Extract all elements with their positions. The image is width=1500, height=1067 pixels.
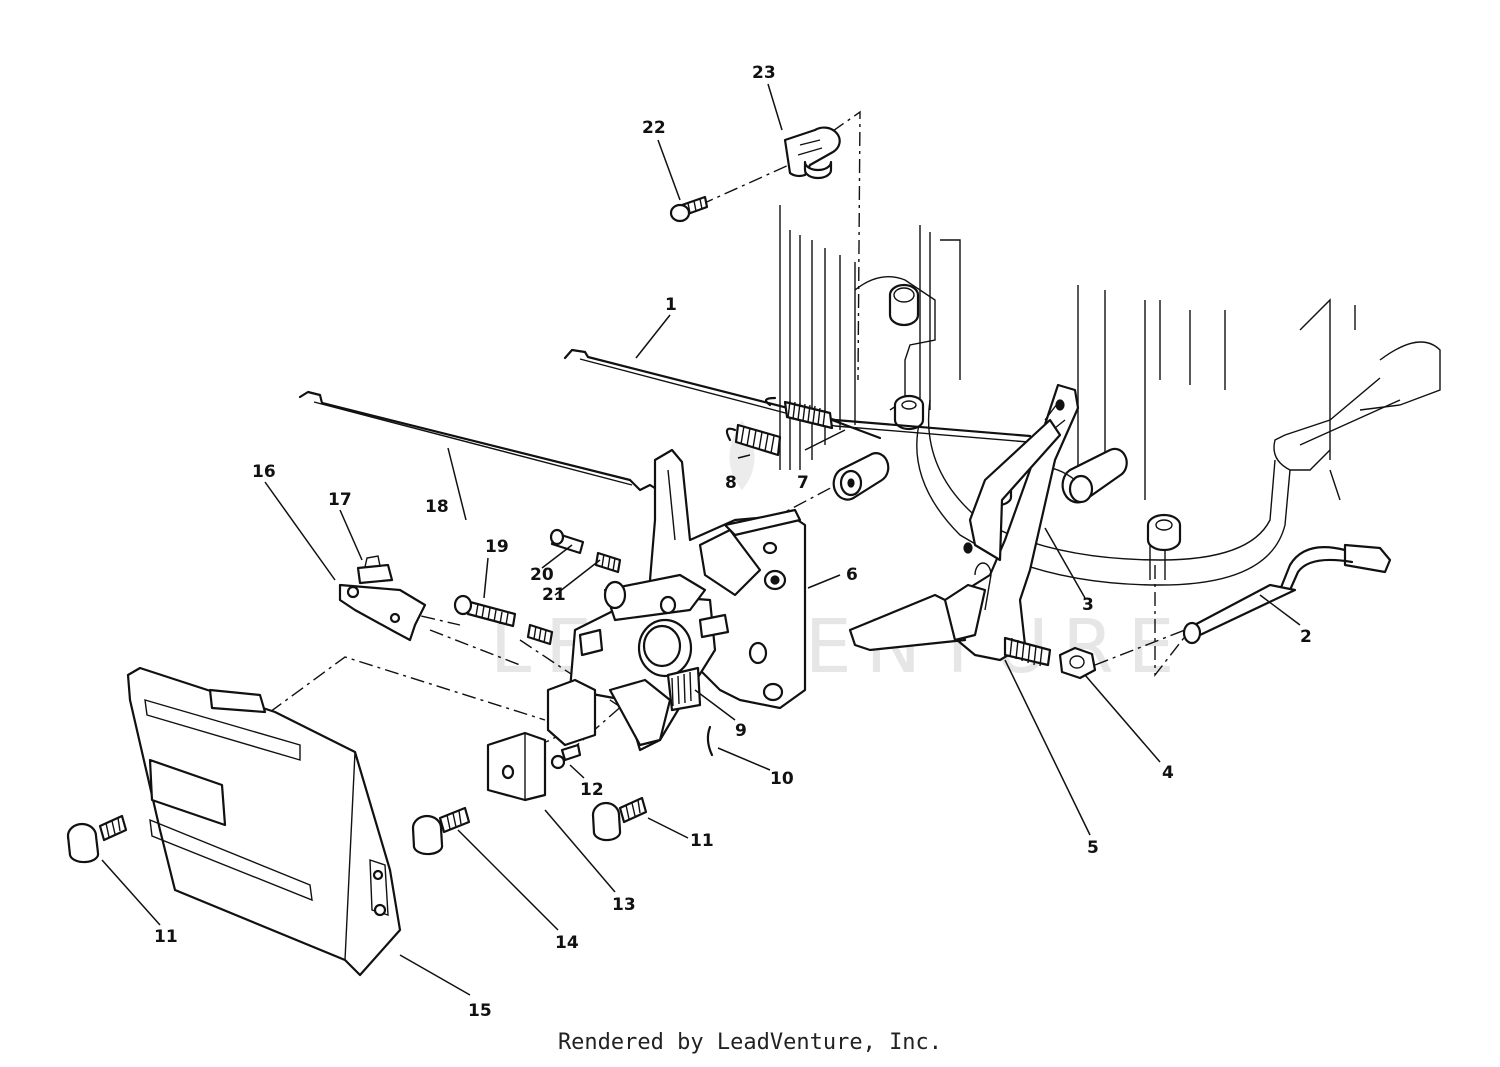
part-14-bolt (411, 806, 471, 856)
footer-credit: Rendered by LeadVenture, Inc. (557, 1030, 943, 1055)
callout-23: 23 (752, 63, 776, 83)
spacer (832, 452, 890, 501)
part-8-spring (725, 423, 782, 457)
part-17-clip (356, 555, 394, 585)
callout-19: 19 (485, 537, 509, 557)
part-16-plate (338, 583, 427, 642)
callout-1: 1 (665, 295, 677, 315)
callout-12: 12 (580, 780, 604, 800)
callout-18: 18 (425, 497, 449, 517)
callouts: 23 22 1 8 7 18 16 17 19 20 21 6 3 2 9 10… (154, 63, 1312, 1021)
part-12-screw (550, 743, 582, 770)
part-9-control (546, 573, 730, 752)
engine-block (779, 205, 1441, 586)
part-13-clip (486, 731, 547, 802)
part-20-screw (549, 528, 585, 555)
callout-7: 7 (797, 473, 809, 493)
callout-13: 13 (612, 895, 636, 915)
part-7-spring (764, 396, 882, 440)
part-19-screw (453, 594, 517, 628)
callout-6: 6 (846, 565, 858, 585)
callout-15: 15 (468, 1001, 492, 1021)
callout-3: 3 (1082, 595, 1094, 615)
leader-lines (101, 83, 1301, 996)
part-18-rod (298, 390, 660, 492)
callout-11-left: 11 (154, 927, 178, 947)
part-11-bolt-right (591, 796, 648, 842)
callout-9: 9 (735, 721, 747, 741)
callout-4: 4 (1162, 763, 1174, 783)
part-10-key (706, 725, 714, 757)
callout-22: 22 (642, 118, 666, 138)
part-11-bolt-left (66, 814, 128, 864)
callout-20: 20 (530, 565, 554, 585)
part-23-clip (783, 126, 841, 180)
callout-11-right: 11 (690, 831, 714, 851)
callout-14: 14 (555, 933, 579, 953)
part-15-cover (126, 666, 402, 977)
callout-17: 17 (328, 490, 352, 510)
callout-8: 8 (725, 473, 737, 493)
part-22-screw (669, 195, 709, 223)
part-1-rod (563, 348, 1032, 443)
part-4-nut (1058, 646, 1097, 680)
part-21-springs (526, 551, 622, 646)
part-2-lever (1182, 543, 1392, 645)
callout-5: 5 (1087, 838, 1099, 858)
callout-10: 10 (770, 769, 794, 789)
callout-16: 16 (252, 462, 276, 482)
part-5-lever (848, 383, 1080, 667)
callout-2: 2 (1300, 627, 1312, 647)
callout-21: 21 (542, 585, 566, 605)
